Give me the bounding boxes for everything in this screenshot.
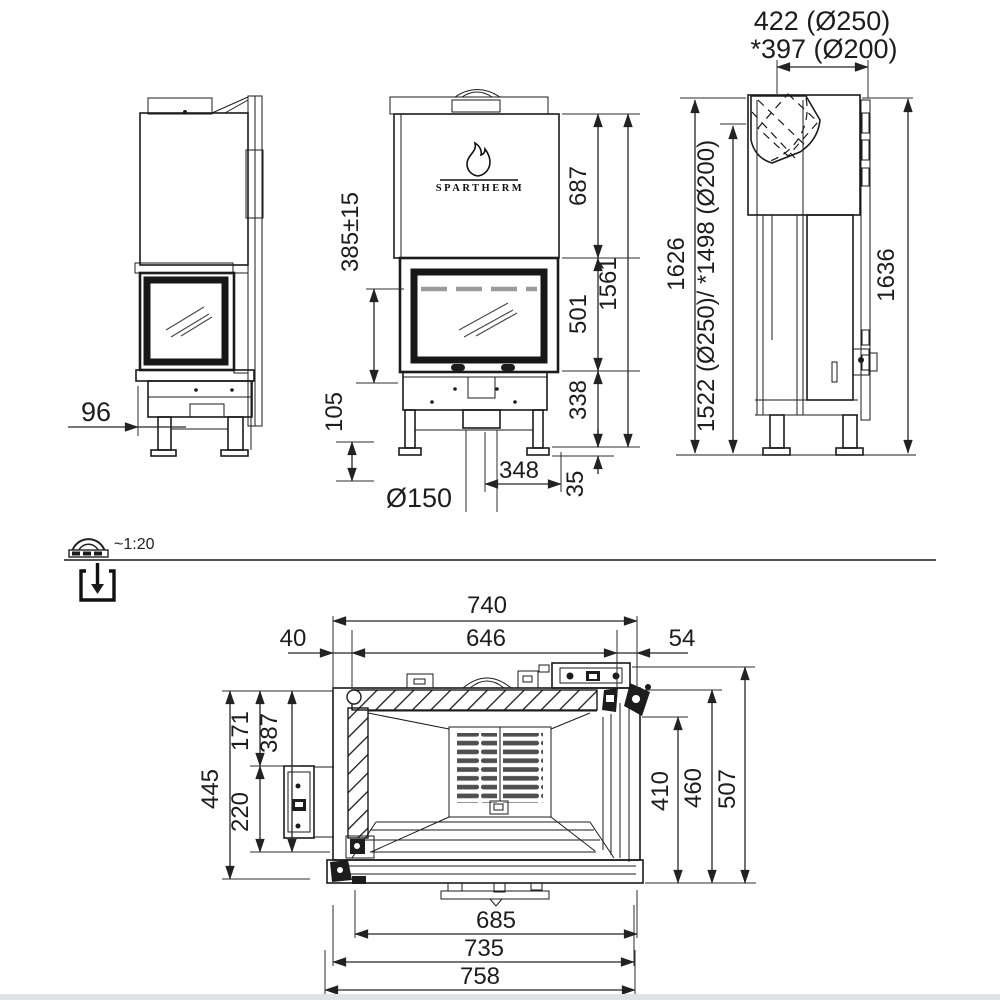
dim-depth-right-inner: 410 [647,771,674,811]
dim-depth-total: 445 [197,769,224,809]
dim-front-offset-96: 96 [81,397,111,427]
dim-total-height: 1561 [595,257,622,310]
flame-icon [466,141,491,177]
left-side-elevation-view: 96 [68,95,264,457]
dim-offset-left: 40 [280,625,307,652]
dim-width-top: 740 [467,592,507,619]
dim-flue-offset-250: 422 (Ø250) [754,6,891,36]
dim-flue-diameter: Ø150 [386,483,452,513]
scale-note-row: ~1:20 [64,536,936,602]
dim-depth-upper: 171 [227,711,254,751]
protractor-icon [68,538,109,558]
front-elevation-view: SPARTHERM 385±15 105 [321,89,640,513]
flue-corner-mechanism [602,683,651,716]
page-bottom-strip [0,994,1000,1000]
scale-note-text: ~1:20 [114,536,155,553]
dim-width-front-outer: 758 [460,963,500,990]
dim-depth-lower: 220 [227,792,254,832]
dim-depth-right-mid: 460 [680,768,707,808]
plan-view: 740 40 646 54 445 171 220 387 410 460 50… [197,592,756,995]
dim-base-section: 338 [565,380,592,420]
right-side-elevation-view: 422 (Ø250) *397 (Ø200) 1626 1522 (Ø250)/… [663,6,916,456]
dim-height-left: 1626 [663,237,690,290]
dim-foot: 35 [562,471,589,498]
dim-depth-mid: 387 [256,713,283,753]
dim-height-adjust: 385±15 [337,192,364,272]
dim-flue-height: 1522 (Ø250)/ *1498 (Ø200) [693,140,720,432]
brand-text: SPARTHERM [436,183,524,194]
dim-flue-offset-200: *397 (Ø200) [750,34,897,64]
recessed-install-icon [79,563,116,602]
dim-depth-right-outer: 507 [714,769,741,809]
dim-width-front-mid: 735 [464,935,504,962]
dim-offset-right: 54 [669,625,696,652]
dim-width-front-inner: 685 [476,907,516,934]
dim-glass-section: 501 [565,294,592,334]
spartherm-logo: SPARTHERM [436,141,524,194]
dim-top-section: 687 [565,166,592,206]
flue-outlet-damper [750,93,821,164]
dim-width-inner: 646 [466,625,506,652]
dim-base-height: 105 [321,392,348,432]
dim-center-spacing: 348 [499,457,539,484]
dim-height-right: 1636 [873,248,900,301]
